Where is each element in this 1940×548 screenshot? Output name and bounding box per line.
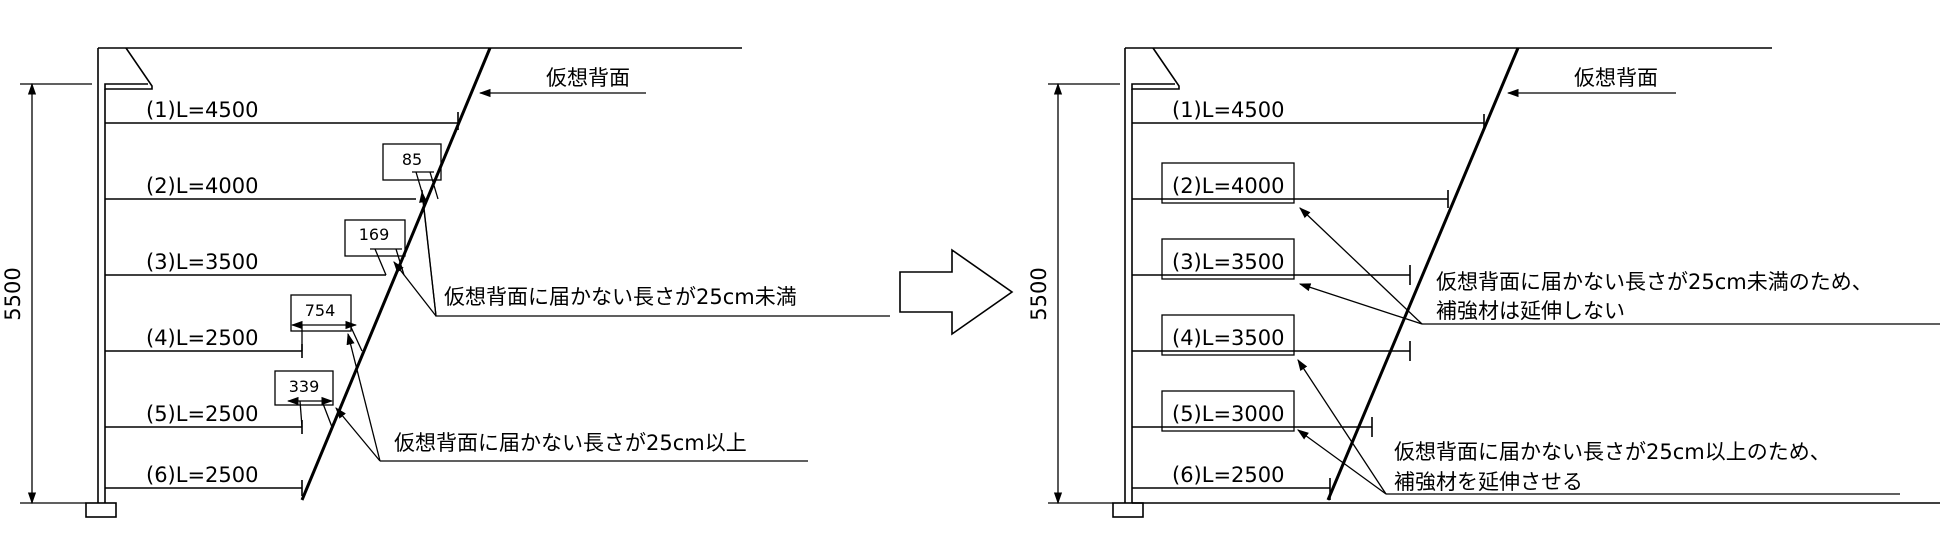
virtual-back-surface [1326, 47, 1520, 501]
height-dimension: 5500 [1, 267, 25, 320]
footing [1112, 502, 1144, 518]
note-over-25cm-line2: 補強材を延伸させる [1394, 470, 1583, 494]
note-under-25-leader [419, 190, 437, 317]
extended-label-box [1161, 162, 1295, 204]
footing [85, 502, 117, 518]
reinforcement-label: (2)L=4000 [146, 174, 259, 198]
gap-value: 169 [359, 225, 390, 244]
reinforcement-label: (4)L=3500 [1172, 326, 1285, 350]
note-over-25-leader [346, 332, 381, 462]
note-over-25-leader [1297, 359, 1387, 495]
gap-value: 754 [305, 301, 336, 320]
top-cap [1131, 47, 1180, 90]
reinforcement-label: (4)L=2500 [146, 326, 259, 350]
reinforcement-label: (5)L=3000 [1172, 402, 1285, 426]
gap-leader [374, 248, 387, 276]
note-under-25cm-line2: 補強材は延伸しない [1436, 299, 1625, 323]
gap-box [344, 219, 406, 257]
extended-label-box [1161, 238, 1295, 280]
note-over-25cm-line1: 仮想背面に届かない長さが25cm以上のため、 [1394, 440, 1831, 464]
note-under-25-leader [393, 261, 437, 317]
extended-label-box [1161, 314, 1295, 356]
right-panel: 5500 (1)L=4500 (2)L=4000 (3)L=3500 (4)L=… [1027, 47, 1940, 518]
reinforcement-label: (3)L=3500 [146, 250, 259, 274]
virtual-back-label: 仮想背面 [546, 66, 630, 90]
note-under-25cm: 仮想背面に届かない長さが25cm未満 [444, 285, 797, 309]
extended-label-box [1161, 390, 1295, 432]
note-over-25-leader [1297, 429, 1387, 495]
note-over-25-leader [335, 407, 381, 462]
gap-leader [429, 171, 439, 200]
note-under-25-leader [1298, 283, 1423, 325]
reinforcement-label: (5)L=2500 [146, 402, 259, 426]
reinforcement-label: (1)L=4500 [1172, 98, 1285, 122]
reinforcement-label: (6)L=2500 [146, 463, 259, 487]
gap-box [382, 143, 442, 181]
gap-leader [321, 400, 333, 428]
top-cap [104, 47, 153, 90]
height-dimension: 5500 [1027, 267, 1051, 320]
reinforcement-label: (3)L=3500 [1172, 250, 1285, 274]
virtual-back-surface [300, 47, 492, 501]
left-panel: 5500 (1)L=4500 (2)L=4000 (3)L=3500 (4)L=… [1, 47, 890, 518]
note-under-25cm-line1: 仮想背面に届かない長さが25cm未満のため、 [1436, 270, 1873, 294]
transition-arrow [899, 248, 1014, 336]
gap-leader [349, 324, 363, 352]
reinforcement-label: (1)L=4500 [146, 98, 259, 122]
virtual-back-label: 仮想背面 [1574, 66, 1658, 90]
gap-leader [299, 400, 303, 428]
reinforcement-label: (2)L=4000 [1172, 174, 1285, 198]
gap-box [290, 294, 352, 332]
note-under-25-leader [1299, 207, 1423, 325]
note-over-25cm: 仮想背面に届かない長さが25cm以上 [394, 431, 747, 455]
gap-value: 339 [289, 377, 320, 396]
reinforcement-label: (6)L=2500 [1172, 463, 1285, 487]
gap-value: 85 [402, 150, 422, 169]
